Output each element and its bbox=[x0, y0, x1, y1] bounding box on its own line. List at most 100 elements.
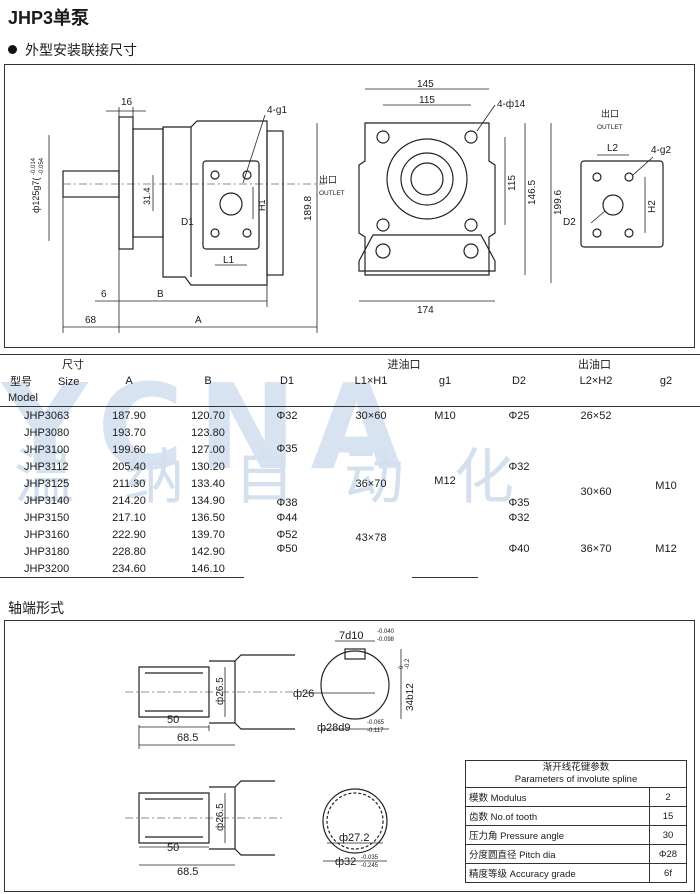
dim-199-6: 199.6 bbox=[553, 190, 564, 215]
installation-drawing: 16 4-g1 ф125g7( -0.014 -0.054 31.4 D1 H1… bbox=[31, 79, 671, 333]
cell-D1: Φ44 bbox=[276, 511, 298, 524]
cell-g2: M12 bbox=[655, 543, 677, 555]
cell-model: JHP3112 bbox=[24, 460, 69, 473]
header-L2H2: L2×H2 bbox=[579, 374, 613, 387]
table-header-row-1: 尺寸 进油口 出油口 bbox=[0, 354, 700, 372]
dim-holes: 4-ф14 bbox=[497, 98, 526, 110]
header-A: A bbox=[125, 374, 133, 387]
dim-shaft-26-5-a: ф26.5 bbox=[214, 677, 226, 705]
splined-shaft bbox=[138, 780, 275, 856]
inlet-port bbox=[202, 160, 260, 250]
cell-L2H2: 30×60 bbox=[580, 486, 612, 498]
outlet-port-label-cn: 出口 bbox=[601, 108, 619, 119]
header-model-en: Model bbox=[0, 389, 86, 407]
spline-label: 压力角 Pressure angle bbox=[465, 825, 650, 845]
header-D1: D1 bbox=[279, 374, 295, 387]
outlet-label-en: OUTLET bbox=[319, 190, 345, 197]
cell-model: JHP3150 bbox=[24, 511, 70, 524]
dim-50-b: 50 bbox=[167, 842, 179, 854]
cell-g2: M10 bbox=[655, 480, 677, 492]
cell-model: JHP3125 bbox=[24, 477, 70, 490]
dim-g2: 4-g2 bbox=[651, 145, 671, 156]
dim-B: B bbox=[157, 289, 164, 300]
mounting-flange bbox=[118, 116, 134, 250]
spline-section-dims bbox=[323, 842, 387, 862]
installation-drawing-panel: 16 4-g1 ф125g7( -0.014 -0.054 31.4 D1 H1… bbox=[4, 64, 695, 348]
cell-model: JHP3180 bbox=[24, 545, 70, 558]
cell-B: 134.90 bbox=[191, 494, 225, 507]
table-row: JHP3100 199.60 127.00 Φ35 Φ32 bbox=[0, 441, 700, 473]
header-D2: D2 bbox=[511, 374, 527, 387]
header-g2: g2 bbox=[659, 374, 673, 387]
cell-B: 136.50 bbox=[191, 511, 225, 524]
key-section-dims bbox=[305, 640, 402, 730]
outlet-label-cn: 出口 bbox=[319, 174, 337, 185]
cell-D1: Φ35 bbox=[276, 443, 298, 455]
cell-B: 130.20 bbox=[191, 460, 225, 473]
dim-50-a: 50 bbox=[167, 714, 179, 726]
dim-31-4: 31.4 bbox=[142, 187, 152, 205]
outlet-dimension-lines bbox=[590, 154, 654, 233]
side-dimension-lines bbox=[48, 107, 318, 333]
cell-D2: Φ40 bbox=[508, 543, 530, 555]
table-row: JHP3063 187.90 120.70 Φ32 30×60 M10 Φ25 … bbox=[0, 407, 700, 425]
dim-H1: H1 bbox=[257, 199, 267, 211]
dim-27-2: ф27.2 bbox=[339, 832, 369, 844]
header-outlet: 出油口 bbox=[560, 354, 700, 372]
cell-B: 127.00 bbox=[191, 443, 225, 456]
header-B: B bbox=[204, 374, 212, 387]
spline-label: 分度圆直径 Pitch dia bbox=[465, 844, 650, 864]
splined-shaft-dims bbox=[139, 793, 235, 866]
dim-34: 34b12 bbox=[405, 683, 416, 711]
header-inlet: 进油口 bbox=[330, 354, 478, 372]
header-size-cn: 尺寸 bbox=[0, 354, 172, 372]
spline-value: 30 bbox=[649, 825, 687, 845]
cell-A: 193.70 bbox=[112, 426, 146, 439]
table-row: JHP3140 214.20 134.90 bbox=[0, 492, 700, 509]
shaft-drawing: ф26.5 50 68.5 7d10 -0.040 -0.098 ф26 34b… bbox=[125, 629, 416, 878]
header-L1H1: L1×H1 bbox=[354, 374, 388, 387]
spline-section bbox=[322, 788, 388, 854]
front-flange-circle bbox=[386, 138, 468, 220]
dim-68-5-b: 68.5 bbox=[177, 866, 198, 878]
spline-label: 齿数 No.of tooth bbox=[465, 806, 650, 826]
dim-115: 115 bbox=[419, 95, 435, 106]
spline-title-cn: 渐开线花键参数 bbox=[542, 762, 610, 773]
cell-model: JHP3200 bbox=[0, 560, 86, 578]
front-view bbox=[358, 122, 496, 276]
dim-shaft-tol-a: -0.014 bbox=[31, 157, 37, 175]
cell-D2: Φ32 bbox=[508, 511, 530, 524]
cell-model: JHP3063 bbox=[24, 409, 70, 422]
outlet-port-label-en: OUTLET bbox=[597, 124, 623, 131]
dim-28: ф28d9 bbox=[317, 722, 351, 734]
table-row: JHP3200 234.60 146.10 bbox=[0, 560, 700, 578]
front-body bbox=[358, 122, 496, 276]
cell-A: 211.30 bbox=[112, 477, 146, 490]
spline-title-en: Parameters of involute spline bbox=[514, 774, 638, 785]
cell-L1H1: 30×60 bbox=[355, 409, 387, 422]
cell-model: JHP3140 bbox=[24, 494, 70, 507]
cell-model: JHP3080 bbox=[24, 426, 70, 439]
cell-g1: M10 bbox=[434, 409, 456, 422]
dim-174: 174 bbox=[417, 305, 434, 316]
cell-model: JHP3100 bbox=[24, 443, 70, 456]
dim-28-tol-b: -0.117 bbox=[367, 728, 384, 734]
cell-B: 146.10 bbox=[172, 560, 244, 578]
cell-D2: Φ35 bbox=[508, 497, 530, 509]
dim-32-tol-a: -0.035 bbox=[361, 855, 379, 861]
cell-L1H1: 43×78 bbox=[355, 532, 387, 544]
dim-32-tol-b: -0.245 bbox=[361, 863, 379, 869]
dim-shaft-dia: ф125g7( bbox=[31, 178, 41, 213]
dim-189-8: 189.8 bbox=[303, 196, 314, 221]
cell-model: JHP3160 bbox=[24, 528, 70, 541]
dim-34-tol-b: -0.2 bbox=[405, 658, 411, 669]
dim-D1: D1 bbox=[181, 217, 194, 228]
cell-A: 234.60 bbox=[86, 560, 172, 578]
